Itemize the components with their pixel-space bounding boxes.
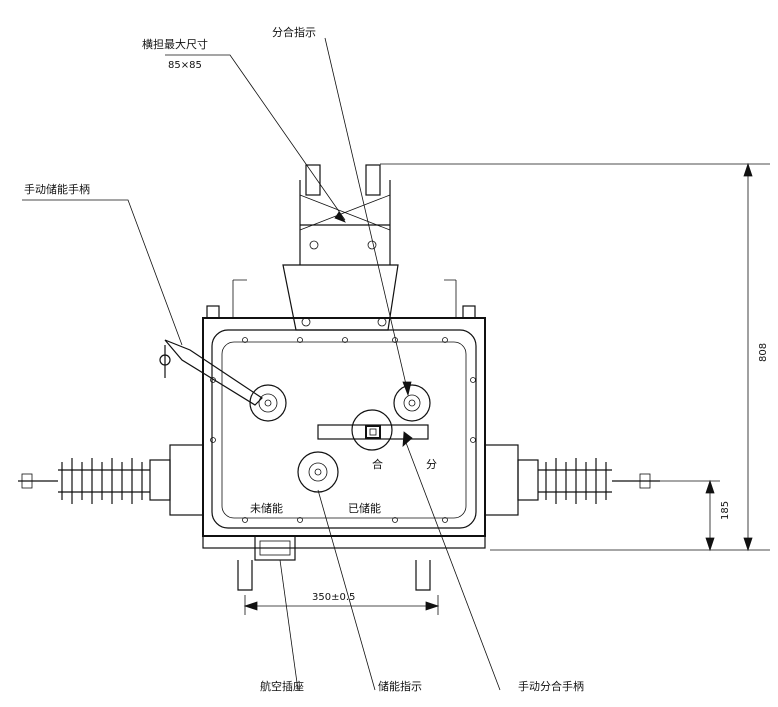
height-dimension: 808 — [758, 343, 769, 362]
right-bushing — [484, 444, 660, 516]
aviation-plug-label: 航空插座 — [260, 679, 304, 693]
switch-body — [202, 279, 486, 549]
dimension-lines — [243, 162, 770, 615]
charge-indicator-label: 储能指示 — [378, 679, 422, 693]
manual-charge-handle-label: 手动储能手柄 — [24, 182, 90, 196]
max-dim-label: 横担最大尺寸 — [142, 37, 208, 51]
lower-dimension: 185 — [720, 501, 731, 520]
aviation-socket-part — [237, 535, 431, 591]
charged-label: 已储能 — [348, 501, 381, 515]
max-dim-value: 85×85 — [168, 60, 202, 71]
manual-charge-handle-part — [159, 339, 287, 422]
crossarm-bracket — [282, 164, 399, 331]
open-close-indicator-label: 分合指示 — [272, 25, 316, 39]
charge-indicator-dial — [297, 451, 339, 493]
left-bushing — [18, 444, 204, 516]
width-dimension: 350±0.5 — [312, 592, 355, 603]
open-label: 分 — [426, 458, 437, 471]
open-close-dial — [393, 384, 431, 422]
close-label: 合 — [372, 457, 383, 471]
open-close-lever — [317, 409, 429, 451]
leader-lines — [22, 37, 501, 691]
manual-open-close-handle-label: 手动分合手柄 — [518, 679, 584, 693]
not-charged-label: 未储能 — [250, 501, 283, 515]
